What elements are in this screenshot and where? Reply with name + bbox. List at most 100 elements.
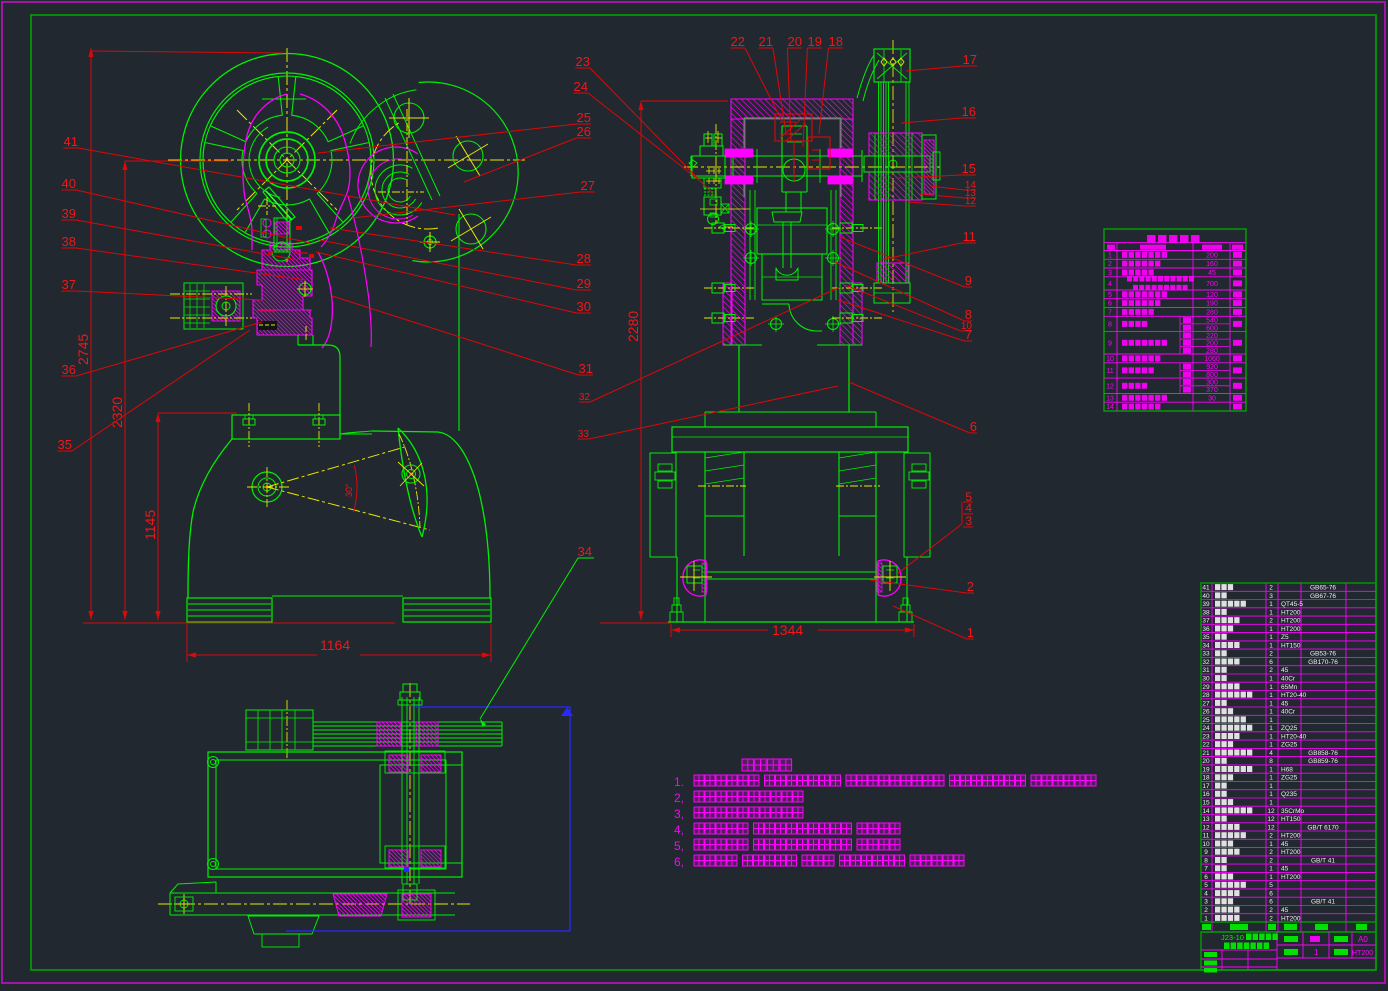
svg-text:1: 1 xyxy=(1314,948,1319,957)
svg-text:45: 45 xyxy=(1281,667,1289,674)
svg-text:6: 6 xyxy=(1269,891,1273,898)
svg-text:2: 2 xyxy=(967,579,974,594)
svg-text:14: 14 xyxy=(965,180,977,191)
svg-text:24: 24 xyxy=(1202,725,1210,732)
svg-text:ZG25: ZG25 xyxy=(1281,742,1298,749)
svg-text:Z5: Z5 xyxy=(1281,634,1289,641)
svg-text:700: 700 xyxy=(1206,281,1218,288)
svg-text:26: 26 xyxy=(577,124,591,139)
svg-text:1: 1 xyxy=(1269,791,1273,798)
svg-text:HT200: HT200 xyxy=(1281,915,1301,922)
svg-text:35CrMo: 35CrMo xyxy=(1281,808,1305,815)
svg-text:10: 10 xyxy=(961,321,973,332)
svg-text:1060: 1060 xyxy=(1204,356,1220,363)
svg-text:540: 540 xyxy=(1206,318,1218,325)
svg-text:30: 30 xyxy=(577,299,591,314)
svg-text:1.: 1. xyxy=(674,775,684,789)
svg-text:45: 45 xyxy=(1208,270,1216,277)
svg-text:26: 26 xyxy=(1202,709,1210,716)
svg-text:45: 45 xyxy=(1281,907,1289,914)
svg-text:41: 41 xyxy=(64,134,78,149)
svg-text:34: 34 xyxy=(578,544,592,559)
svg-text:2: 2 xyxy=(1269,667,1273,674)
svg-text:1: 1 xyxy=(1269,626,1273,633)
svg-text:12: 12 xyxy=(1267,808,1275,815)
svg-text:3: 3 xyxy=(965,514,972,528)
svg-text:HT200: HT200 xyxy=(1281,609,1301,616)
svg-text:18: 18 xyxy=(829,34,843,49)
svg-text:10: 10 xyxy=(1106,356,1114,363)
svg-text:800: 800 xyxy=(1206,372,1218,379)
svg-text:1: 1 xyxy=(1269,866,1273,873)
svg-text:6: 6 xyxy=(1269,659,1273,666)
svg-text:1: 1 xyxy=(1269,634,1273,641)
svg-text:1: 1 xyxy=(1269,783,1273,790)
svg-text:GB170-76: GB170-76 xyxy=(1308,659,1338,666)
svg-text:30°: 30° xyxy=(344,483,354,497)
svg-text:40Cr: 40Cr xyxy=(1281,676,1296,683)
svg-text:2: 2 xyxy=(1269,907,1273,914)
svg-text:HT200: HT200 xyxy=(1281,626,1301,633)
svg-text:40: 40 xyxy=(1202,593,1210,600)
svg-text:37: 37 xyxy=(1202,618,1210,625)
svg-text:300: 300 xyxy=(1206,379,1218,386)
svg-text:220: 220 xyxy=(1206,333,1218,340)
svg-text:3,: 3, xyxy=(674,807,684,821)
svg-text:11: 11 xyxy=(1106,368,1113,375)
svg-text:H68: H68 xyxy=(1281,766,1293,773)
svg-text:4: 4 xyxy=(965,501,972,515)
svg-text:1: 1 xyxy=(1269,717,1273,724)
svg-text:2: 2 xyxy=(1269,618,1273,625)
svg-text:30: 30 xyxy=(1202,676,1210,683)
svg-text:28: 28 xyxy=(577,251,591,266)
svg-text:200: 200 xyxy=(1206,340,1218,347)
svg-text:GB67-76: GB67-76 xyxy=(1310,593,1336,600)
svg-text:15: 15 xyxy=(1202,800,1210,807)
svg-text:1164: 1164 xyxy=(320,637,350,653)
svg-text:45: 45 xyxy=(1281,866,1289,873)
svg-text:1: 1 xyxy=(1269,841,1273,848)
svg-text:27: 27 xyxy=(581,178,595,193)
svg-text:41: 41 xyxy=(1202,585,1210,592)
svg-text:ZQ25: ZQ25 xyxy=(1281,725,1298,732)
svg-text:12: 12 xyxy=(1267,816,1275,823)
svg-text:33: 33 xyxy=(1202,651,1210,658)
svg-text:35: 35 xyxy=(1202,634,1210,641)
svg-text:1145: 1145 xyxy=(142,510,158,540)
svg-text:37: 37 xyxy=(62,277,76,292)
svg-text:27: 27 xyxy=(1202,700,1210,707)
svg-text:10: 10 xyxy=(1202,841,1210,848)
svg-text:40: 40 xyxy=(62,176,76,191)
svg-text:5: 5 xyxy=(965,490,972,504)
svg-text:8: 8 xyxy=(1204,857,1208,864)
svg-text:15: 15 xyxy=(962,161,976,176)
svg-text:HT150: HT150 xyxy=(1281,642,1301,649)
svg-text:Q235: Q235 xyxy=(1281,791,1297,798)
svg-text:5: 5 xyxy=(1204,882,1208,889)
svg-text:22: 22 xyxy=(731,34,745,49)
svg-text:2: 2 xyxy=(1204,907,1208,914)
svg-text:2320: 2320 xyxy=(109,397,125,428)
svg-text:36: 36 xyxy=(1202,626,1210,633)
svg-text:1: 1 xyxy=(1204,915,1208,922)
svg-text:36: 36 xyxy=(62,362,76,377)
svg-text:HT150: HT150 xyxy=(1281,816,1301,823)
svg-text:31: 31 xyxy=(1202,667,1210,674)
svg-text:1: 1 xyxy=(1269,676,1273,683)
svg-text:ZG25: ZG25 xyxy=(1281,775,1298,782)
svg-text:3: 3 xyxy=(1269,593,1273,600)
svg-text:2: 2 xyxy=(1108,261,1112,268)
svg-text:7: 7 xyxy=(1204,866,1208,873)
svg-text:33: 33 xyxy=(578,429,590,440)
svg-text:8: 8 xyxy=(1108,321,1112,328)
svg-text:14: 14 xyxy=(1202,808,1210,815)
svg-text:19: 19 xyxy=(1202,766,1210,773)
svg-text:2: 2 xyxy=(1269,857,1273,864)
svg-text:HT200: HT200 xyxy=(1281,833,1301,840)
svg-text:12: 12 xyxy=(965,196,977,207)
svg-text:HT20-40: HT20-40 xyxy=(1281,692,1307,699)
svg-text:1: 1 xyxy=(1269,692,1273,699)
svg-text:120: 120 xyxy=(1206,292,1218,299)
svg-text:GB/T 41: GB/T 41 xyxy=(1311,857,1335,864)
svg-text:8: 8 xyxy=(1269,758,1273,765)
